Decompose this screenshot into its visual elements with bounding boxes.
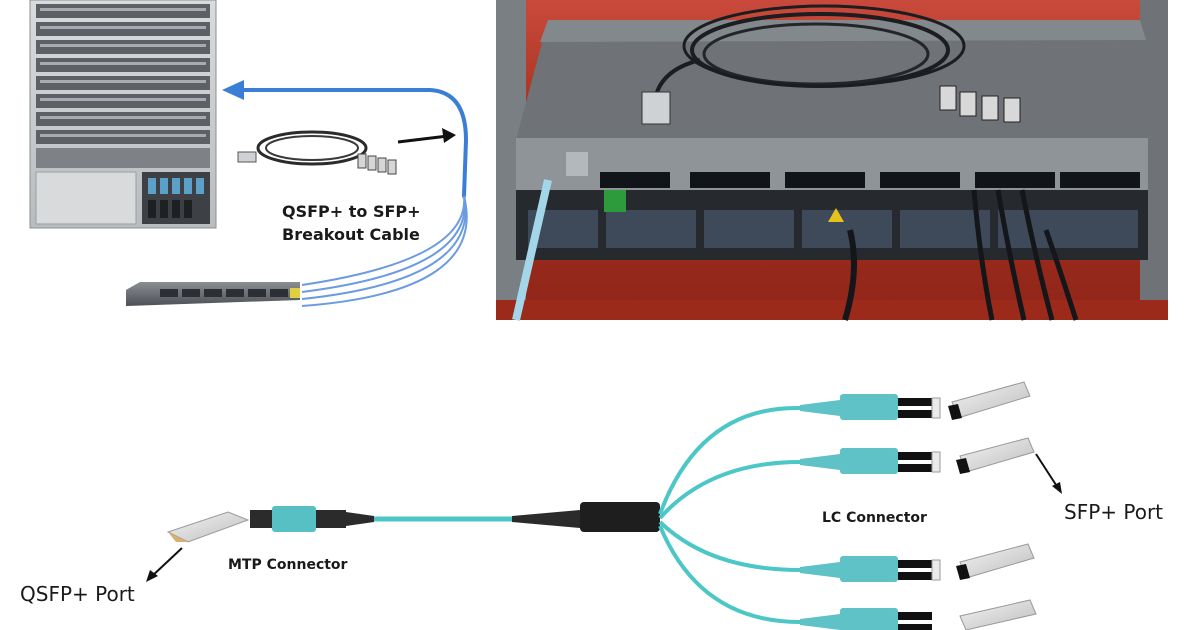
arrow-head-icon [222, 80, 244, 100]
sfp-module-2 [956, 437, 1035, 474]
mtp-connector-label: MTP Connector [228, 557, 348, 573]
breakout-caption-line2: Breakout Cable [282, 225, 420, 244]
lc-connector-label: LC Connector [822, 510, 927, 526]
blue-connection-arrow [236, 88, 469, 198]
sfp-module-4 [959, 599, 1037, 630]
lc-connector-2 [800, 448, 941, 474]
lc-connector-4 [800, 608, 932, 630]
qsfp-module-icon [166, 511, 250, 543]
qsfp-pointer-arrow [146, 547, 183, 582]
cable-coil-thumbnail [237, 130, 397, 175]
black-arrow-icon [397, 128, 456, 144]
mtp-connector-icon [250, 506, 374, 532]
switch-photo [496, 0, 1168, 321]
sfp-module-1 [948, 381, 1031, 420]
breakout-legs [658, 405, 801, 624]
lc-connector-3 [800, 556, 941, 582]
sfp-pointer-arrow [1035, 453, 1062, 494]
breakout-caption-line1: QSFP+ to SFP+ [282, 202, 421, 221]
lc-connector-1 [800, 394, 941, 420]
sfp-port-label: SFP+ Port [1064, 500, 1164, 524]
sfp-module-3 [956, 543, 1035, 580]
1u-switch-image [126, 282, 300, 306]
chassis-switch-image [29, 0, 217, 229]
fanout-housing-icon [512, 502, 660, 532]
qsfp-port-label: QSFP+ Port [20, 582, 135, 606]
breakout-fan-lines [301, 195, 468, 307]
